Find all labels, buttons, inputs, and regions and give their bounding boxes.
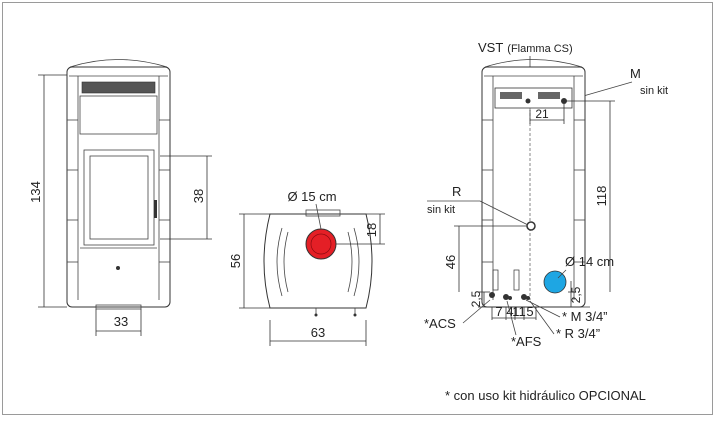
front-ash-knob bbox=[116, 266, 120, 270]
top-flue-pipe bbox=[305, 228, 337, 260]
rear-7-dim: 7 bbox=[495, 304, 502, 319]
rear-cold-pipe bbox=[543, 270, 567, 294]
rear-5-dim: 5 bbox=[526, 304, 533, 319]
footnote: * con uso kit hidráulico OPCIONAL bbox=[445, 388, 646, 403]
rear-r-note: sin kit bbox=[427, 204, 455, 216]
rear-afs-label: *AFS bbox=[511, 334, 542, 349]
front-base-dim: 33 bbox=[114, 314, 128, 329]
rear-21-dim: 21 bbox=[535, 107, 549, 121]
front-grille bbox=[81, 81, 156, 94]
top-view: Ø 15 cm 56 18 63 bbox=[228, 189, 385, 346]
front-door bbox=[83, 149, 155, 246]
rear-pipe-label: Ø 14 cm bbox=[565, 254, 614, 269]
rear-r-fitting bbox=[526, 221, 536, 231]
top-stove-body bbox=[263, 213, 373, 309]
front-top-cap bbox=[69, 59, 168, 68]
top-depth-dim: 56 bbox=[228, 254, 243, 268]
front-stove-body bbox=[66, 66, 171, 308]
front-height-dim: 134 bbox=[28, 181, 43, 203]
top-width-dim: 63 bbox=[311, 325, 325, 340]
rear-118-dim: 118 bbox=[594, 186, 609, 207]
front-door-handle bbox=[154, 200, 157, 218]
rear-acs-label: *ACS bbox=[424, 316, 456, 331]
front-upper-panel bbox=[79, 95, 158, 135]
front-view: 134 38 33 bbox=[28, 59, 212, 336]
front-door-dim: 38 bbox=[191, 189, 206, 203]
rear-25-right-dim: 2,5 bbox=[569, 286, 583, 303]
rear-vst-label: VST(Flamma CS) bbox=[478, 40, 573, 55]
rear-view: VST(Flamma CS) M sin kit 21 118 bbox=[424, 40, 668, 349]
sheet-frame bbox=[2, 2, 713, 415]
rear-m-label: M bbox=[630, 66, 641, 81]
rear-r-label: R bbox=[452, 184, 461, 199]
rear-side-tiles bbox=[482, 76, 585, 300]
front-side-tiles bbox=[67, 76, 170, 300]
rear-25-left-dim: 2,5 bbox=[469, 290, 483, 307]
top-offset-dim: 18 bbox=[364, 223, 379, 237]
top-flue-label: Ø 15 cm bbox=[287, 189, 336, 204]
rear-m-note: sin kit bbox=[640, 85, 668, 97]
top-rear-bracket bbox=[305, 209, 341, 217]
rear-m34-label: * M 3/4” bbox=[562, 309, 608, 324]
rear-11-dim: 11 bbox=[512, 304, 526, 319]
front-door-glass bbox=[89, 155, 149, 240]
rear-r34-label: * R 3/4” bbox=[556, 326, 600, 341]
rear-46-dim: 46 bbox=[443, 255, 458, 269]
front-base bbox=[95, 304, 142, 310]
